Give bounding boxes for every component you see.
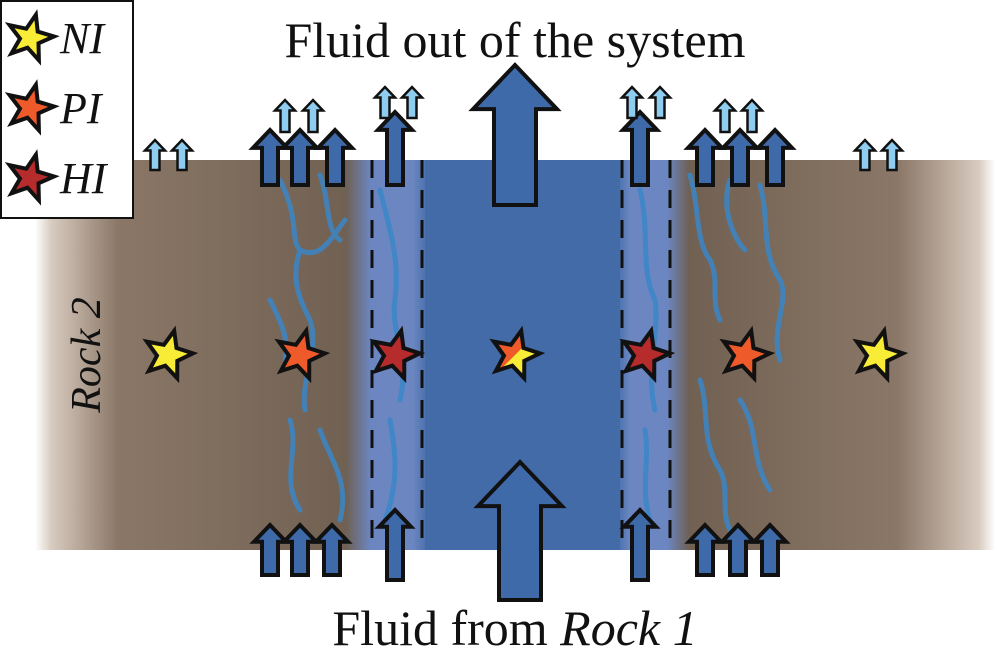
small-arrow-out [142, 138, 168, 172]
small-arrow-out [169, 138, 195, 172]
legend-label-pi: PI [59, 84, 104, 133]
small-arrow-out [712, 98, 738, 134]
flux-arrow-in [619, 507, 661, 582]
flux-arrow-out [248, 127, 292, 187]
legend-star-hi-icon [4, 149, 60, 206]
small-arrow-out [852, 138, 878, 172]
flux-arrow-in [249, 522, 291, 577]
small-arrow-out [372, 85, 398, 120]
big-arrow-out [468, 62, 562, 207]
title-bottom-prefix: Fluid from [332, 600, 560, 653]
small-arrow-out [739, 98, 765, 134]
star-hi-halo-left [369, 325, 426, 384]
rock-right [670, 160, 995, 550]
rock-label: Rock 2 [64, 297, 110, 413]
big-arrow-in [473, 459, 567, 602]
flux-arrow-in [279, 522, 321, 577]
legend-star-pi-icon [4, 79, 60, 136]
legend-label-hi: HI [59, 154, 109, 203]
flux-arrow-out [373, 109, 417, 187]
small-arrow-out [619, 85, 645, 120]
flux-arrow-out [618, 109, 662, 187]
flux-arrow-out [313, 127, 357, 187]
small-arrow-out [272, 98, 298, 134]
flux-arrow-out [753, 127, 797, 187]
flux-arrow-out [683, 127, 727, 187]
star-pi-fractured-right [719, 325, 776, 384]
title-bottom: Fluid from Rock 1 [332, 600, 697, 653]
small-arrow-out [399, 85, 425, 120]
fractures-left [267, 172, 406, 523]
small-arrow-out [300, 98, 326, 134]
flux-arrow-in [684, 522, 726, 577]
flux-arrow-in [374, 507, 416, 582]
legend-star-ni-icon [4, 9, 60, 66]
legend: NI PI HI [0, 0, 134, 219]
star-ni-rock-left [142, 325, 199, 384]
flux-arrow-in [717, 522, 759, 577]
star-pi-fractured-left [274, 325, 331, 384]
star-mixed-outline [489, 325, 546, 384]
flux-arrow-out [718, 127, 762, 187]
star-hi-halo-right [619, 325, 676, 384]
flux-arrow-in [311, 522, 353, 577]
flux-arrow-in [749, 522, 791, 577]
arrows [142, 62, 905, 602]
star-ni-rock-right [852, 325, 909, 384]
small-arrow-out [879, 138, 905, 172]
stars [142, 325, 909, 384]
small-arrow-out [647, 85, 673, 120]
fractures-right [637, 172, 786, 533]
title-bottom-rock: Rock 1 [559, 600, 697, 653]
title-top: Fluid out of the system [284, 12, 745, 68]
flux-arrow-out [278, 127, 322, 187]
legend-label-ni: NI [59, 14, 106, 63]
